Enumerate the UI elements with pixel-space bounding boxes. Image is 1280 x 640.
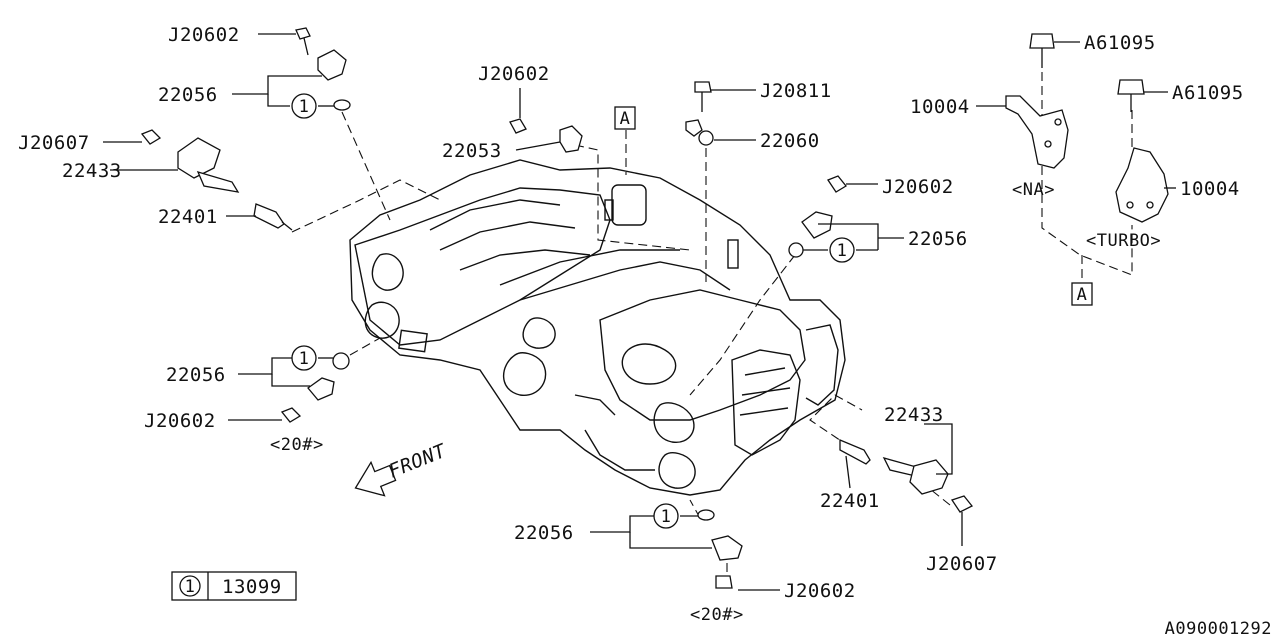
bolt-j20607-right <box>950 495 974 513</box>
callout-22056-bottom: 22056 <box>514 522 574 544</box>
bracket-10004-na <box>1005 95 1069 169</box>
callout-22401-right: 22401 <box>820 490 880 512</box>
callout-j20607-left: J20607 <box>18 132 90 154</box>
variant-label-turbo: <TURBO> <box>1086 231 1161 251</box>
callout-j20602-right: J20602 <box>882 176 954 198</box>
front-label: FRONT <box>386 439 451 482</box>
bracket-10004-turbo <box>1115 147 1169 223</box>
legend-box <box>171 571 297 601</box>
callout-22060: 22060 <box>760 130 820 152</box>
callout-10004-na: 10004 <box>910 96 970 118</box>
callout-j20602-bottom: J20602 <box>784 580 856 602</box>
bolt-j20602-bottom <box>715 575 733 589</box>
ref-box-a-right <box>1071 282 1093 306</box>
circle-one-label: 1 <box>299 97 310 117</box>
callout-j20811: J20811 <box>760 80 832 102</box>
front-arrow-icon <box>354 460 397 497</box>
callout-j20602-left: J20602 <box>144 410 216 432</box>
bolt-j20811 <box>694 81 712 112</box>
leader-lines <box>103 33 1176 591</box>
spark-plug-22401-left <box>253 203 293 231</box>
callout-22056-left: 22056 <box>166 364 226 386</box>
sensor-22056-left <box>307 352 350 401</box>
callout-22053: 22053 <box>442 140 502 162</box>
bolt-a61095-na <box>1029 33 1055 68</box>
callout-22433-left: 22433 <box>62 160 122 182</box>
callout-j20607-right: J20607 <box>926 553 998 575</box>
variant-label-na: <NA> <box>1012 180 1055 200</box>
sensor-22056-top-left <box>317 49 351 111</box>
callout-a61095-turbo: A61095 <box>1172 82 1244 104</box>
circle-one-markers <box>291 93 855 529</box>
ignition-coil-22433-right <box>882 456 949 495</box>
dashed-leaders <box>291 72 1133 572</box>
sensor-22053 <box>559 125 583 153</box>
circle-one-label: 1 <box>661 507 672 527</box>
callout-10004-turbo: 10004 <box>1180 178 1240 200</box>
ref-a-label: A <box>620 109 631 129</box>
bolt-j20602-top-center <box>509 118 527 134</box>
callout-a61095-na: A61095 <box>1084 32 1156 54</box>
bolt-j20602-right <box>827 175 847 193</box>
circle-one-label: 1 <box>837 241 848 261</box>
sensor-22056-right <box>788 211 833 258</box>
spark-plug-22401-right <box>839 439 871 465</box>
ignition-coil-22433-left <box>140 129 240 193</box>
callout-note-20-bottom: <20#> <box>690 605 744 625</box>
callout-22056-right: 22056 <box>908 228 968 250</box>
ref-a-label: A <box>1077 285 1088 305</box>
callout-note-20-left: <20#> <box>270 435 324 455</box>
callout-j20602-top-left: J20602 <box>168 24 240 46</box>
legend-symbol: 1 <box>185 577 196 597</box>
callout-j20602-top-center: J20602 <box>478 63 550 85</box>
engine-cylinder-head-drawing <box>349 159 846 496</box>
sensor-22056-bottom <box>697 509 743 561</box>
sensor-22060 <box>685 119 714 146</box>
bolt-j20602-left <box>280 407 302 423</box>
ref-box-a-top <box>614 106 636 130</box>
bolt-j20602-top-left <box>295 27 311 56</box>
callout-22433-right: 22433 <box>884 404 944 426</box>
legend-part-number: 13099 <box>222 576 282 598</box>
bolt-a61095-turbo <box>1117 79 1145 112</box>
callout-22401-left: 22401 <box>158 206 218 228</box>
circle-one-label: 1 <box>299 349 310 369</box>
callout-22056-top-left: 22056 <box>158 84 218 106</box>
diagram-id: A090001292 <box>1165 619 1272 639</box>
